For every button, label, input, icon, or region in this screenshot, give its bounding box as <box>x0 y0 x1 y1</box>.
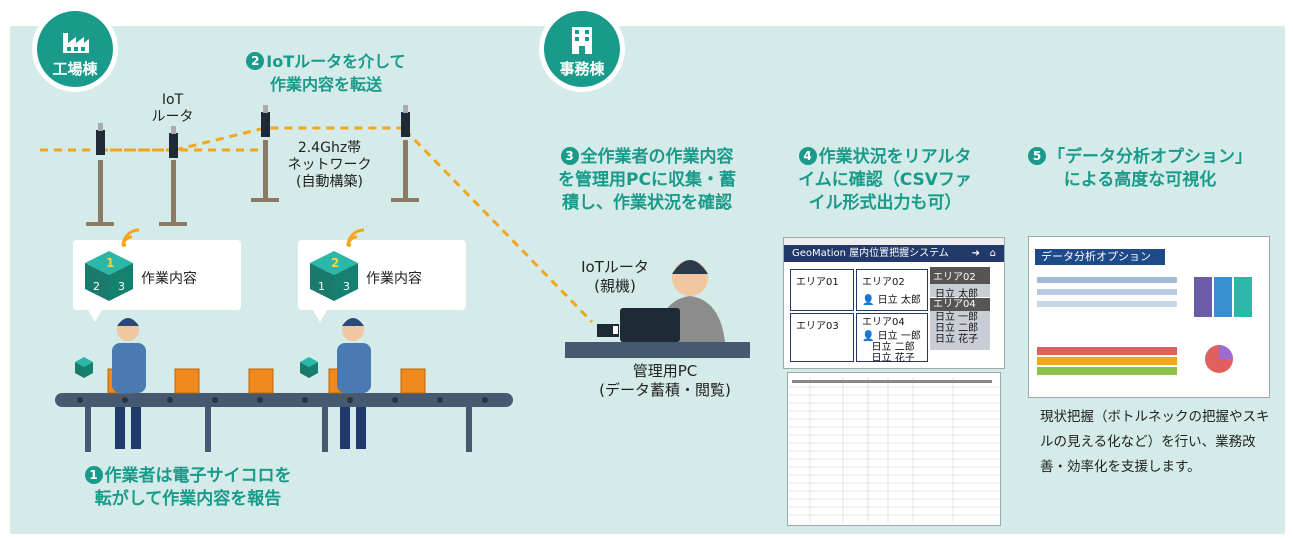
window-titlebar <box>784 238 1004 245</box>
network-label: 2.4Ghz帯 ネットワーク (自動構築) <box>287 140 372 190</box>
csv-table <box>788 377 1000 523</box>
office-badge: 事務棟 <box>539 6 625 92</box>
pc-label: 管理用PC (データ蓄積・閲覧) <box>599 362 731 399</box>
step3-number: 3 <box>560 147 579 165</box>
signal-icon <box>346 228 365 247</box>
worker-2 <box>337 318 371 449</box>
geomation-screen: GeoMation 屋内位置把握システム ➜ ⌂ エリア01 エリア02👤 日立… <box>783 237 1005 369</box>
geomation-title: GeoMation 屋内位置把握システム <box>792 248 949 259</box>
step4-number: 4 <box>798 147 817 165</box>
step2-label: IoTルータを介して 作業内容を転送 <box>266 52 406 94</box>
analysis-screen: データ分析オプション <box>1028 236 1270 398</box>
bubble2-text: 作業内容 <box>366 271 422 287</box>
factory-icon <box>63 33 89 53</box>
step3-label: 全作業者の作業内容 を管理用PCに収集・蓄 積し、作業状況を確認 <box>558 147 736 213</box>
conveyor-belt <box>55 393 513 452</box>
area-box[interactable]: エリア02👤 日立 太郎 <box>856 269 928 311</box>
step5-label: 「データ分析オプション」 による高度な可視化 <box>1048 147 1252 190</box>
area-box[interactable]: エリア01 <box>790 269 854 311</box>
dice-icon: 2 1 3 <box>310 251 358 301</box>
router-pole <box>159 126 187 226</box>
router-poles <box>86 105 419 226</box>
parent-router-label: IoTルータ (親機) <box>581 258 649 295</box>
bubble-tail <box>87 308 103 322</box>
dice-icon: 1 2 3 <box>85 251 133 301</box>
analysis-title: データ分析オプション <box>1035 249 1165 265</box>
svg-text:2: 2 <box>93 280 100 293</box>
step5-text: 5「データ分析オプション」 による高度な可視化 <box>1010 146 1270 192</box>
pc-desk <box>565 260 750 358</box>
iot-router-label: IoT ルータ <box>151 92 194 125</box>
factory-badge: 工場棟 <box>32 6 118 92</box>
step1-number: 1 <box>84 466 103 484</box>
area-box[interactable]: エリア03 <box>790 313 854 362</box>
svg-text:1: 1 <box>106 256 114 270</box>
step2-number: 2 <box>246 52 265 70</box>
svg-text:1: 1 <box>318 280 325 293</box>
speech-bubble-2: 2 1 3 作業内容 <box>298 228 466 322</box>
bubble1-text: 作業内容 <box>141 271 197 287</box>
factory-label: 工場棟 <box>52 60 98 78</box>
geomation-header: GeoMation 屋内位置把握システム ➜ ⌂ <box>784 245 1004 262</box>
crates <box>107 368 426 394</box>
home-icon[interactable]: ⌂ <box>989 248 996 259</box>
bubble-tail <box>312 308 328 322</box>
worker-1 <box>112 318 146 449</box>
small-dice <box>75 357 318 378</box>
description-text: 現状把握（ボトルネックの把握やスキルの見える化など）を行い、業務改善・効率化を支… <box>1040 409 1270 475</box>
router-pole <box>86 123 114 226</box>
svg-text:3: 3 <box>118 280 125 293</box>
step5-number: 5 <box>1028 147 1046 165</box>
step1-label: 作業者は電子サイコロを 転がして作業内容を報告 <box>94 466 292 509</box>
svg-text:3: 3 <box>343 280 350 293</box>
signal-icon <box>121 228 140 247</box>
logout-icon[interactable]: ➜ <box>971 248 980 259</box>
step4-label: 作業状況をリアルタ イムに確認（CSVファ イル形式出力も可） <box>798 147 972 213</box>
router-pole <box>251 105 279 202</box>
speech-bubble-1: 1 2 3 作業内容 <box>73 228 241 322</box>
office-label: 事務棟 <box>559 60 605 78</box>
router-pole <box>391 105 419 202</box>
area-box[interactable]: エリア04👤 日立 一郎 日立 二郎 日立 花子 <box>856 313 928 364</box>
building-icon <box>572 27 592 54</box>
csv-table-screen <box>787 372 1001 526</box>
analysis-charts <box>1037 277 1252 375</box>
svg-text:2: 2 <box>331 256 339 270</box>
